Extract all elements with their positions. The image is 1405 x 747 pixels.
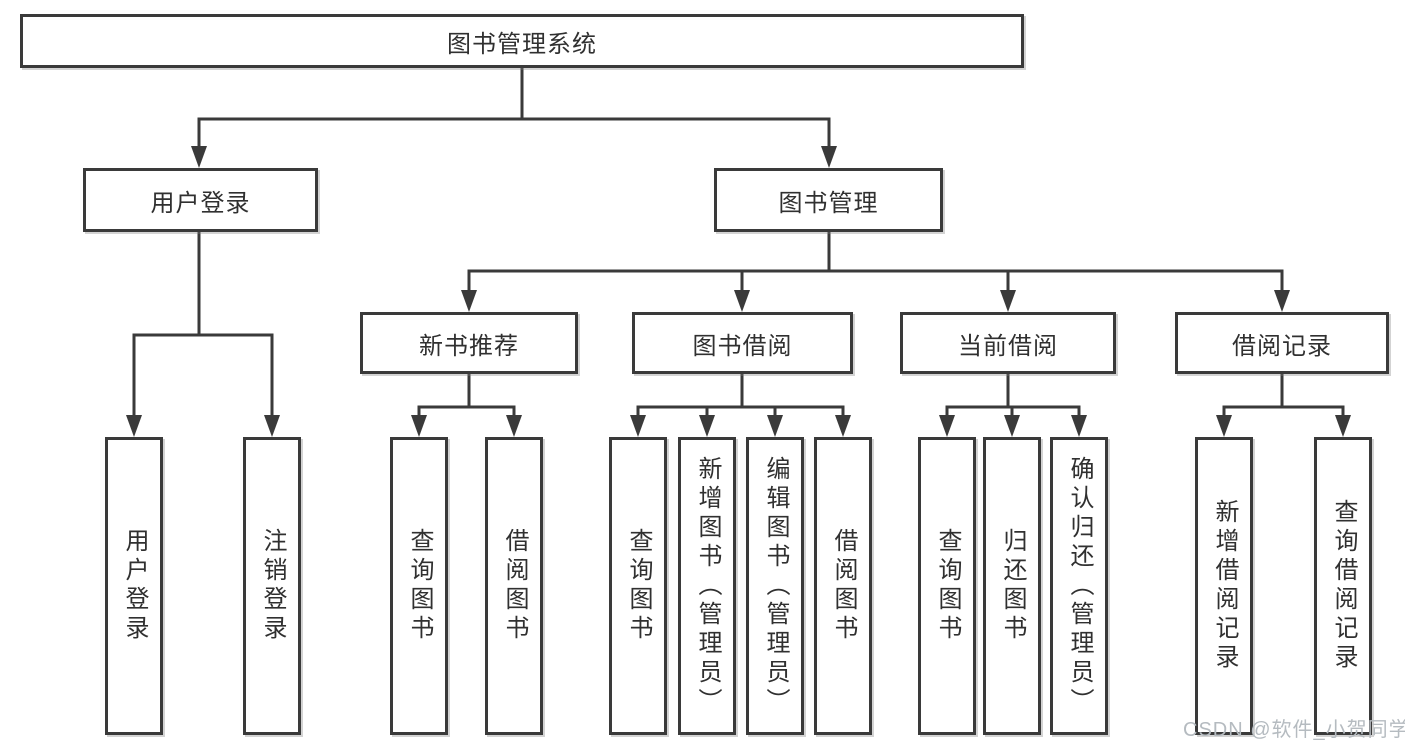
leaf-return-books: 归还图书	[983, 437, 1041, 735]
leaf-label: 查询图书	[406, 528, 433, 644]
arrowhead-down	[1004, 415, 1020, 437]
node-user-login: 用户登录	[83, 168, 318, 232]
node-label: 图书管理	[778, 189, 879, 217]
node-borrowing-records: 借阅记录	[1175, 312, 1389, 374]
node-label: 当前借阅	[958, 332, 1058, 360]
leaf-edit-books-admin: 编辑图书（管理员）	[746, 437, 804, 735]
arrowhead-down	[1000, 290, 1016, 312]
leaf-query-books: 查询图书	[609, 437, 667, 735]
arrowhead-down	[1274, 290, 1290, 312]
arrowhead-down	[461, 290, 477, 312]
arrowhead-down	[767, 415, 783, 437]
node-root: 图书管理系统	[20, 14, 1024, 68]
arrowhead-down	[835, 415, 851, 437]
node-current-borrowing: 当前借阅	[900, 312, 1116, 374]
leaf-query-borrow-record: 查询借阅记录	[1314, 437, 1372, 735]
arrowhead-down	[191, 146, 207, 168]
node-label: 用户登录	[150, 189, 251, 217]
leaf-label: 归还图书	[999, 528, 1026, 644]
node-label: 借阅记录	[1232, 332, 1332, 360]
arrowhead-down	[1335, 415, 1351, 437]
node-new-book-recommend: 新书推荐	[360, 312, 578, 374]
leaf-query-books: 查询图书	[390, 437, 448, 735]
leaf-label: 确认归还（管理员）	[1066, 455, 1093, 717]
node-label: 图书借阅	[692, 332, 793, 360]
leaf-user-login: 用户登录	[105, 437, 163, 735]
arrowhead-down	[506, 415, 522, 437]
leaf-confirm-return-admin: 确认归还（管理员）	[1050, 437, 1108, 735]
leaf-add-borrow-record: 新增借阅记录	[1195, 437, 1253, 735]
leaf-label: 注销登录	[259, 528, 286, 644]
leaf-label: 查询借阅记录	[1330, 499, 1357, 673]
arrowhead-down	[630, 415, 646, 437]
node-book-borrowing: 图书借阅	[632, 312, 853, 374]
leaf-label: 新增借阅记录	[1211, 499, 1238, 673]
arrowhead-down	[939, 415, 955, 437]
leaf-label: 查询图书	[625, 528, 652, 644]
leaf-borrow-books: 借阅图书	[485, 437, 543, 735]
arrowhead-down	[411, 415, 427, 437]
leaf-borrow-books: 借阅图书	[814, 437, 872, 735]
csdn-watermark: CSDN @软件_小贺同学	[1183, 719, 1405, 741]
arrowhead-down	[264, 415, 280, 437]
leaf-label: 新增图书（管理员）	[694, 455, 721, 717]
leaf-add-books-admin: 新增图书（管理员）	[678, 437, 736, 735]
leaf-label: 用户登录	[121, 528, 148, 644]
arrowhead-down	[734, 290, 750, 312]
leaf-label: 借阅图书	[830, 528, 857, 644]
node-label: 新书推荐	[419, 332, 519, 360]
arrowhead-down	[1216, 415, 1232, 437]
leaf-label: 借阅图书	[501, 528, 528, 644]
arrowhead-down	[821, 146, 837, 168]
arrowhead-down	[699, 415, 715, 437]
leaf-label: 编辑图书（管理员）	[762, 455, 789, 717]
leaf-logout: 注销登录	[243, 437, 301, 735]
node-book-management: 图书管理	[714, 168, 943, 232]
arrowhead-down	[1071, 415, 1087, 437]
leaf-query-books: 查询图书	[918, 437, 976, 735]
node-label: 图书管理系统	[447, 30, 597, 58]
leaf-label: 查询图书	[934, 528, 961, 644]
arrowhead-down	[126, 415, 142, 437]
